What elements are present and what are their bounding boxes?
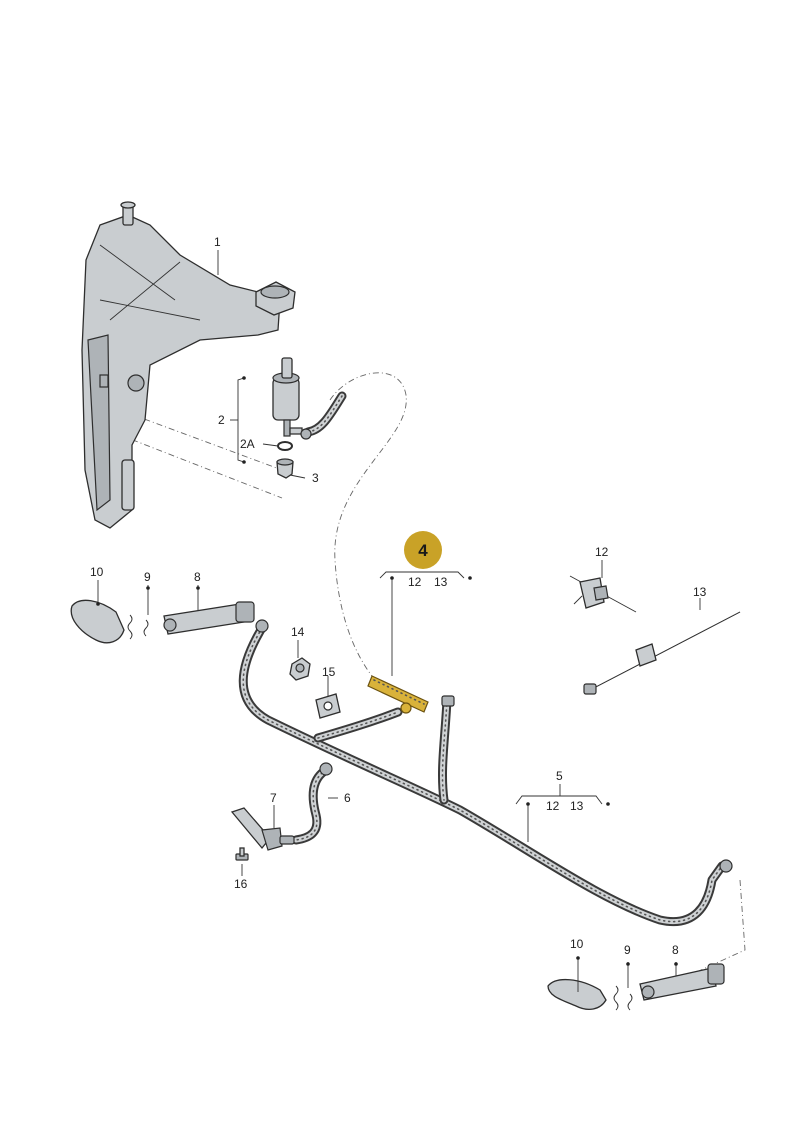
callout-sub5-b: 13	[570, 799, 584, 813]
cap-left[interactable]	[70, 599, 125, 644]
callout-cap-left: 10	[90, 565, 104, 579]
callout-sub5-a: 12	[546, 799, 560, 813]
callout-cable-tie: 13	[693, 585, 707, 599]
hose-holder[interactable]	[315, 693, 341, 719]
callout-bolt: 16	[234, 877, 248, 891]
callout-hose-clip: 12	[595, 545, 609, 559]
washer-reservoir[interactable]	[81, 201, 296, 529]
pump-outlet-hose[interactable]	[300, 391, 347, 440]
callout-check-valve: 14	[291, 625, 305, 639]
callout-sub4-a: 12	[408, 575, 422, 589]
callout-cylinder-left: 8	[194, 570, 201, 584]
callout-pump-group: 2	[218, 413, 225, 427]
highlight-badge[interactable]: 4	[404, 531, 442, 569]
cylinder-left[interactable]	[163, 601, 255, 635]
cap-right[interactable]	[547, 979, 607, 1011]
callout-hose-holder: 15	[322, 665, 336, 679]
leader-dots	[96, 376, 678, 966]
callout-cap-right: 10	[570, 937, 584, 951]
callout-labels: 1 2 2A 3 12 13 10 9 8 14 15 12 13 5 12 1…	[90, 235, 707, 957]
callout-spring-left: 9	[144, 570, 151, 584]
callout-cylinder-right: 8	[672, 943, 679, 957]
main-hose[interactable]	[238, 619, 733, 926]
callout-hose-short: 6	[344, 791, 351, 805]
bolt[interactable]	[235, 847, 249, 861]
reference-lines	[119, 372, 746, 976]
callout-pump-seal: 2A	[240, 437, 255, 451]
highlight-badge-label: 4	[418, 541, 428, 560]
spring-right[interactable]	[613, 985, 633, 1011]
short-hose[interactable]	[291, 762, 333, 845]
washer-jet[interactable]	[230, 807, 295, 851]
hose-clip[interactable]	[569, 575, 637, 613]
callout-spring-right: 9	[624, 943, 631, 957]
callout-sub4-b: 13	[434, 575, 448, 589]
callout-reservoir: 1	[214, 235, 221, 249]
pump-seal[interactable]	[277, 441, 293, 451]
callout-jet-nozzle: 7	[270, 791, 277, 805]
cylinder-right[interactable]	[639, 963, 725, 1001]
spring-left[interactable]	[127, 614, 149, 640]
washer-pump[interactable]	[272, 357, 303, 437]
cable-tie[interactable]	[583, 611, 741, 695]
highlighted-connector[interactable]	[367, 675, 429, 714]
callout-hose-main: 5	[556, 769, 563, 783]
callout-grommet: 3	[312, 471, 319, 485]
pump-grommet[interactable]	[276, 458, 294, 479]
check-valve[interactable]	[289, 657, 311, 681]
